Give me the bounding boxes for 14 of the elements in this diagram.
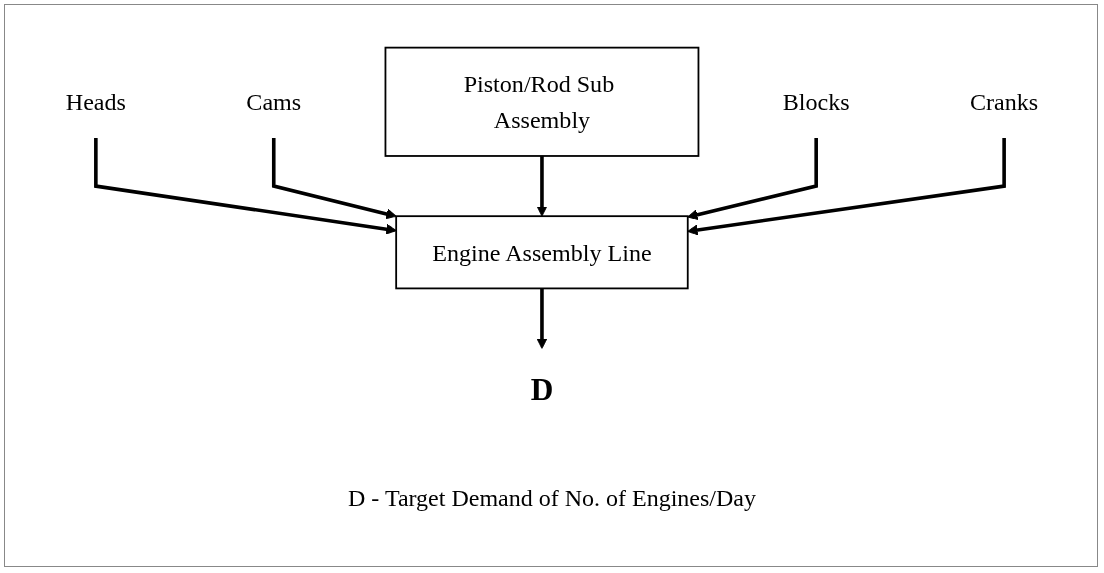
arrow xyxy=(271,138,397,220)
caption: D - Target Demand of No. of Engines/Day xyxy=(348,485,756,511)
node-text: Cranks xyxy=(970,88,1039,116)
node-text: Cams xyxy=(246,88,302,116)
arrow xyxy=(687,138,818,221)
node-box: Piston/Rod Sub Assembly xyxy=(384,47,700,158)
node-text: Blocks xyxy=(782,88,850,116)
arrow xyxy=(536,156,548,217)
arrow xyxy=(687,138,1006,236)
arrow xyxy=(94,138,397,235)
node-text: Heads xyxy=(65,88,126,116)
arrow xyxy=(536,288,548,350)
node-box: Engine Assembly Line xyxy=(395,215,689,290)
node-text: D xyxy=(530,373,554,408)
